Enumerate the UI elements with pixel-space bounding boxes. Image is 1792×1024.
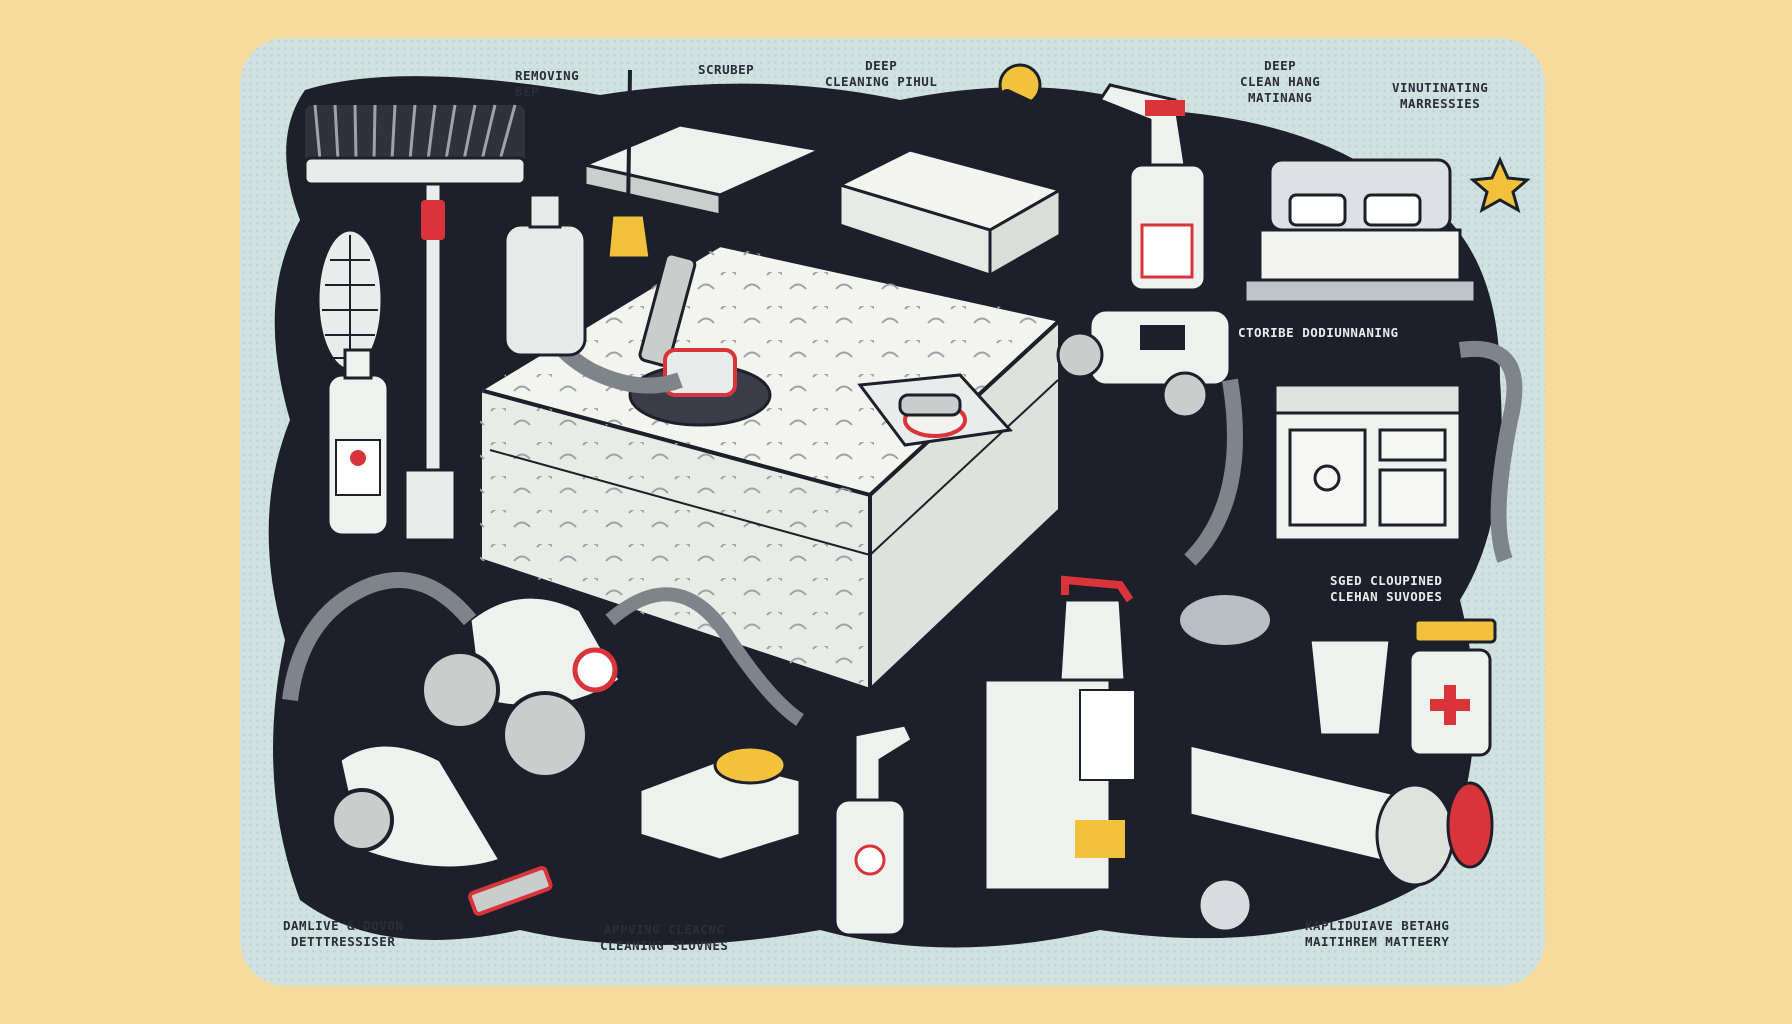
label-removing-line1: REMOVING — [515, 68, 580, 83]
bucket-icon — [1308, 638, 1392, 737]
stick-vacuum-icon — [330, 743, 553, 916]
label-scrubber-line1: SCRUBEP — [698, 62, 755, 77]
spray-bottle-small-icon — [833, 723, 914, 937]
label-removing: REMOVING BEP — [515, 68, 579, 100]
label-scrubber: SCRUBEP — [698, 62, 754, 78]
dresser-icon — [1273, 383, 1462, 542]
bed-icon — [1243, 158, 1477, 304]
cleaner-jug-icon — [983, 575, 1136, 892]
spray-bottle-top-icon — [1097, 83, 1207, 292]
label-maintain-line2: MAITIHREM MATTEERY — [1305, 934, 1450, 949]
hand-broom-icon — [606, 69, 652, 260]
push-broom-icon — [303, 104, 527, 542]
label-cleaning-supplies-line1: SGED CLOUPINED — [1330, 573, 1443, 588]
label-vintating-line1: VINUTINATING — [1392, 80, 1489, 95]
handheld-vacuum-icon — [1056, 308, 1243, 566]
label-maintain-line1: KAPLIDUIAVE BETAHG — [1305, 918, 1450, 933]
first-aid-bottle-icon — [1408, 618, 1497, 757]
label-deep-cleaning-line1: DEEP — [865, 58, 898, 73]
label-deep-clean-line3: MATINANG — [1248, 90, 1313, 105]
label-damlive: DAMLIVE & DOVON DETTTRESSISER — [283, 918, 403, 950]
label-applying: APPVING CLEACNG CLEANING SLOVNES — [600, 922, 728, 954]
label-storing-line1: CTORIBE DODIUNNANING — [1238, 325, 1399, 340]
label-damlive-line1: DAMLIVE & DOVON — [283, 918, 404, 933]
canister-vacuum-icon — [282, 572, 805, 779]
label-vintating: VINUTINATING MARRESSIES — [1392, 80, 1488, 112]
label-deep-clean: DEEP CLEAN HANG MATINANG — [1240, 58, 1320, 106]
steamer-icon — [638, 745, 802, 862]
label-cleaning-supplies: SGED CLOUPINED CLEHAN SUVODES — [1330, 573, 1442, 605]
cloth-icon — [580, 123, 826, 217]
label-vintating-line2: MARRESSIES — [1400, 96, 1481, 111]
label-applying-line1: APPVING CLEACNG — [604, 922, 725, 937]
right-hose — [1458, 340, 1523, 563]
cloud-icon — [1180, 595, 1270, 645]
label-removing-line2: BEP — [515, 84, 540, 99]
label-applying-line2: CLEANING SLOVNES — [600, 938, 729, 953]
label-deep-clean-line1: DEEP — [1264, 58, 1297, 73]
label-deep-cleaning-line2: CLEANING PIHUL — [825, 74, 938, 89]
label-deep-cleaning: DEEP CLEANING PIHUL — [825, 58, 937, 90]
mattress-pad-tool — [857, 373, 1014, 447]
rolled-mattress-icon — [1188, 743, 1494, 887]
small-mattress-icon — [835, 148, 1064, 278]
soap-dispenser-icon — [503, 179, 587, 357]
label-maintain: KAPLIDUIAVE BETAHG MAITIHREM MATTEERY — [1305, 918, 1449, 950]
label-damlive-line2: DETTTRESSISER — [291, 934, 396, 949]
label-deep-clean-line2: CLEAN HANG — [1240, 74, 1321, 89]
bottle-brush-icon — [316, 228, 384, 372]
label-storing: CTORIBE DODIUNNANING — [1238, 325, 1399, 341]
badge-icon — [1197, 877, 1253, 933]
star-icon — [1469, 156, 1531, 214]
label-cleaning-supplies-line2: CLEHAN SUVODES — [1330, 589, 1443, 604]
left-bottle-icon — [326, 348, 390, 537]
lint-brush-icon — [998, 63, 1048, 119]
